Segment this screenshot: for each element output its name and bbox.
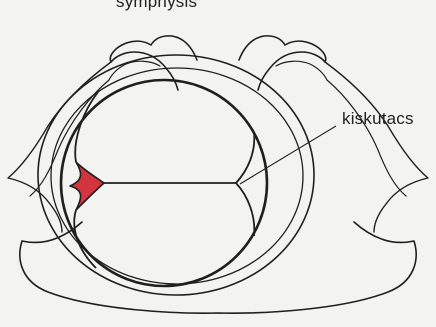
symphysis-right-inner (276, 61, 327, 80)
pelvic-inlet-ring (38, 55, 314, 295)
pelvis-outer-bone (20, 222, 416, 313)
large-fontanelle (70, 162, 104, 210)
small-fontanelle-label: kiskutacs (342, 109, 414, 129)
symphysis-label: symphysis (116, 0, 197, 12)
small-fontanelle (236, 132, 254, 236)
pelvis-right-wing-inner (327, 80, 406, 196)
